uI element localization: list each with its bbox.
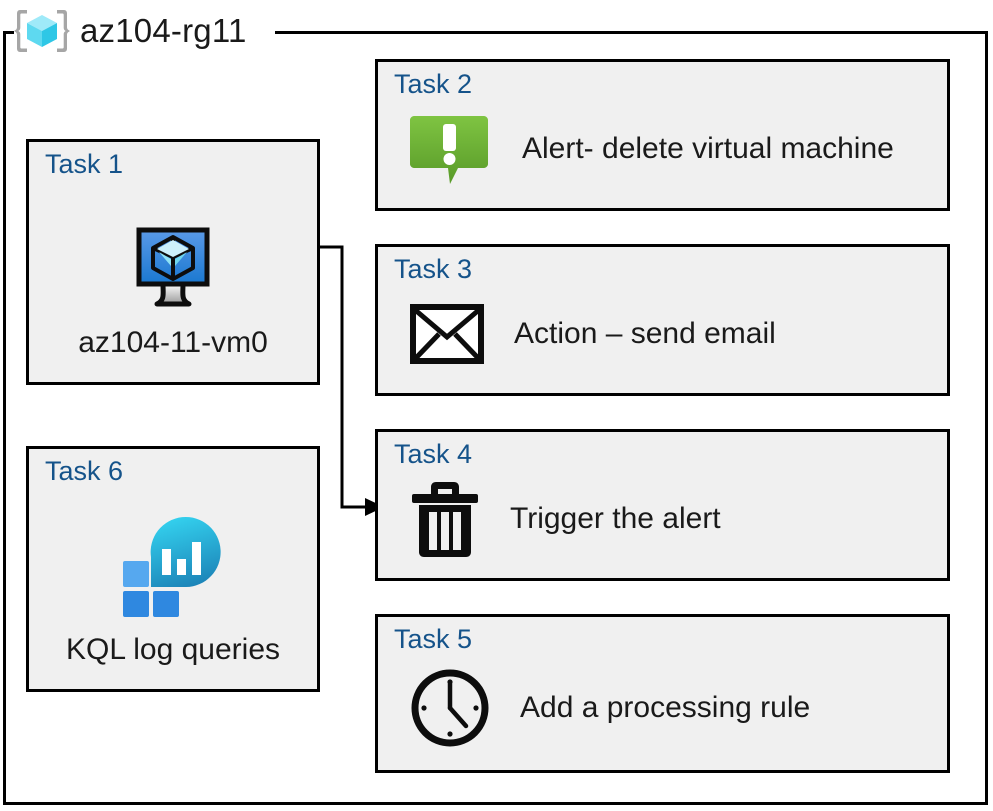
task-card-task1[interactable]: Task 1 — [26, 139, 320, 385]
resource-group-frame — [3, 31, 988, 805]
resource-group-frame-top-left — [3, 31, 23, 34]
task-card-task2[interactable]: Task 2 Alert- delete virtual machine — [375, 59, 950, 211]
task-label: Task 3 — [394, 254, 473, 284]
task-label: Task 4 — [394, 439, 473, 469]
task-caption: Trigger the alert — [510, 502, 721, 535]
task-card-task3[interactable]: Task 3 Action – send email — [375, 244, 950, 396]
resource-group-frame-top-right — [275, 31, 988, 34]
resource-group-title: az104-rg11 — [14, 4, 257, 58]
task-caption: Alert- delete virtual machine — [522, 132, 894, 165]
clock-icon — [410, 668, 490, 748]
trash-icon — [410, 478, 480, 560]
task-card-task6[interactable]: Task 6 KQL log queries — [26, 446, 320, 692]
task-card-task5[interactable]: Task 5 Add a processing rule — [375, 614, 950, 773]
email-icon — [410, 304, 484, 364]
task-card-task4[interactable]: Task 4 Trigger the alert — [375, 429, 950, 581]
task-label: Task 5 — [394, 624, 473, 654]
resource-group-title-text: az104-rg11 — [80, 12, 247, 49]
log-analytics-icon — [121, 517, 225, 617]
resource-group-icon — [14, 7, 70, 55]
task-caption: Action – send email — [514, 317, 776, 350]
task-label: Task 6 — [45, 456, 124, 486]
task-label: Task 1 — [45, 149, 124, 179]
virtual-machine-icon — [125, 224, 221, 310]
task-caption: KQL log queries — [65, 633, 280, 666]
task-label: Task 2 — [394, 69, 473, 99]
alert-icon — [410, 112, 492, 186]
task-caption: az104-11-vm0 — [78, 326, 268, 359]
task-caption: Add a processing rule — [520, 690, 811, 724]
